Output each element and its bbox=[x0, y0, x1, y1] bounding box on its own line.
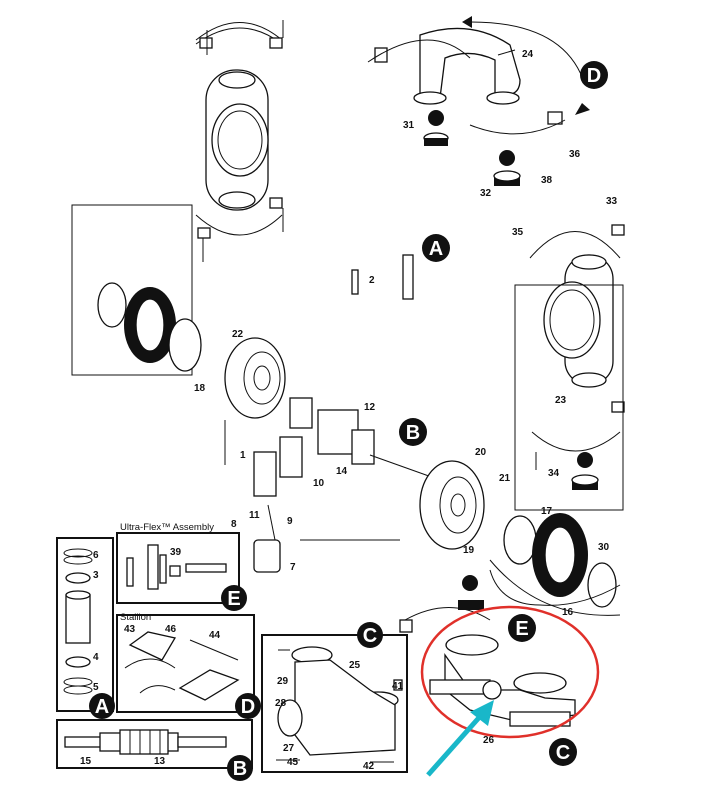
part-number-5: 5 bbox=[93, 682, 99, 693]
part-number-25: 25 bbox=[349, 660, 361, 671]
flip-arrow bbox=[464, 21, 586, 86]
part-number-16: 16 bbox=[562, 607, 574, 618]
part-number-27: 27 bbox=[283, 743, 295, 754]
part-number-33: 33 bbox=[606, 196, 618, 207]
discharge-manifold bbox=[367, 27, 566, 135]
part-number-2: 2 bbox=[369, 275, 375, 286]
callout-e-inset: E bbox=[221, 585, 247, 611]
inlet-manifold bbox=[399, 559, 621, 727]
stallion-title: Stallion bbox=[120, 612, 151, 623]
part-number-3: 3 bbox=[93, 570, 99, 581]
part-number-23: 23 bbox=[555, 395, 567, 406]
right-chamber-assembly bbox=[514, 224, 625, 511]
callout-e-main: E bbox=[508, 614, 536, 642]
part-number-39: 39 bbox=[170, 547, 182, 558]
part-number-10: 10 bbox=[313, 478, 325, 489]
part-number-24: 24 bbox=[522, 49, 534, 60]
svg-text:D: D bbox=[241, 696, 255, 718]
part-number-6: 6 bbox=[93, 550, 99, 561]
part-number-15: 15 bbox=[80, 756, 92, 767]
part-number-38: 38 bbox=[541, 175, 553, 186]
part-number-20: 20 bbox=[475, 447, 487, 458]
part-labels: 1 2 3 4 5 6 7 8 9 10 11 12 13 14 15 16 1… bbox=[80, 49, 618, 772]
part-number-34: 34 bbox=[548, 468, 560, 479]
inset-b bbox=[56, 719, 253, 769]
part-number-44: 44 bbox=[209, 630, 221, 641]
svg-text:A: A bbox=[429, 238, 443, 260]
part-number-1: 1 bbox=[240, 450, 246, 461]
part-number-36: 36 bbox=[569, 149, 581, 160]
callout-c-inset: C bbox=[357, 622, 383, 648]
pointer-arrow bbox=[426, 700, 494, 777]
callout-d-inset: D bbox=[235, 693, 261, 719]
part-number-9: 9 bbox=[287, 516, 293, 527]
part-number-4: 4 bbox=[93, 652, 99, 663]
part-number-43: 43 bbox=[124, 624, 136, 635]
part-number-29: 29 bbox=[277, 676, 289, 687]
part-number-12: 12 bbox=[364, 402, 376, 413]
inset-ultraflex bbox=[116, 532, 240, 604]
part-number-26: 26 bbox=[483, 735, 495, 746]
svg-text:B: B bbox=[406, 422, 420, 444]
svg-text:A: A bbox=[95, 696, 109, 718]
part-number-35: 35 bbox=[512, 227, 524, 238]
svg-text:C: C bbox=[363, 625, 377, 647]
upper-check-balls bbox=[423, 110, 521, 186]
left-diaphragm-group bbox=[71, 204, 286, 419]
part-number-32: 32 bbox=[480, 188, 492, 199]
part-number-31: 31 bbox=[403, 120, 415, 131]
highlight-circle bbox=[420, 605, 600, 739]
callout-d-main: D bbox=[580, 61, 608, 89]
inset-a bbox=[56, 537, 114, 712]
callout-b-inset: B bbox=[227, 755, 253, 781]
callout-b-main: B bbox=[399, 418, 427, 446]
part-number-18: 18 bbox=[194, 383, 206, 394]
inset-c bbox=[261, 634, 408, 773]
part-number-28: 28 bbox=[275, 698, 287, 709]
part-number-46: 46 bbox=[165, 624, 177, 635]
svg-text:D: D bbox=[587, 65, 601, 87]
svg-text:E: E bbox=[227, 588, 240, 610]
part-number-13: 13 bbox=[154, 756, 166, 767]
part-number-17: 17 bbox=[541, 506, 553, 517]
part-number-14: 14 bbox=[336, 466, 348, 477]
left-chamber-assembly bbox=[195, 20, 284, 262]
part-number-22: 22 bbox=[232, 329, 244, 340]
center-section bbox=[224, 254, 441, 573]
callout-c-main: C bbox=[549, 738, 577, 766]
svg-text:C: C bbox=[556, 742, 570, 764]
part-number-11: 11 bbox=[249, 510, 260, 521]
part-number-19: 19 bbox=[463, 545, 475, 556]
part-number-41: 41 bbox=[392, 681, 404, 692]
callout-a-main: A bbox=[422, 234, 450, 262]
part-number-8: 8 bbox=[231, 519, 237, 530]
part-number-7: 7 bbox=[290, 562, 296, 573]
svg-text:B: B bbox=[233, 758, 247, 780]
right-diaphragm-group bbox=[419, 460, 621, 608]
svg-text:E: E bbox=[515, 618, 528, 640]
inset-stallion bbox=[116, 614, 255, 713]
callout-a-inset: A bbox=[89, 693, 115, 719]
part-number-30: 30 bbox=[598, 542, 610, 553]
part-number-45: 45 bbox=[287, 757, 299, 768]
ultraflex-title: Ultra-Flex™ Assembly bbox=[120, 522, 214, 533]
part-number-21: 21 bbox=[499, 473, 511, 484]
part-number-42: 42 bbox=[363, 761, 375, 772]
